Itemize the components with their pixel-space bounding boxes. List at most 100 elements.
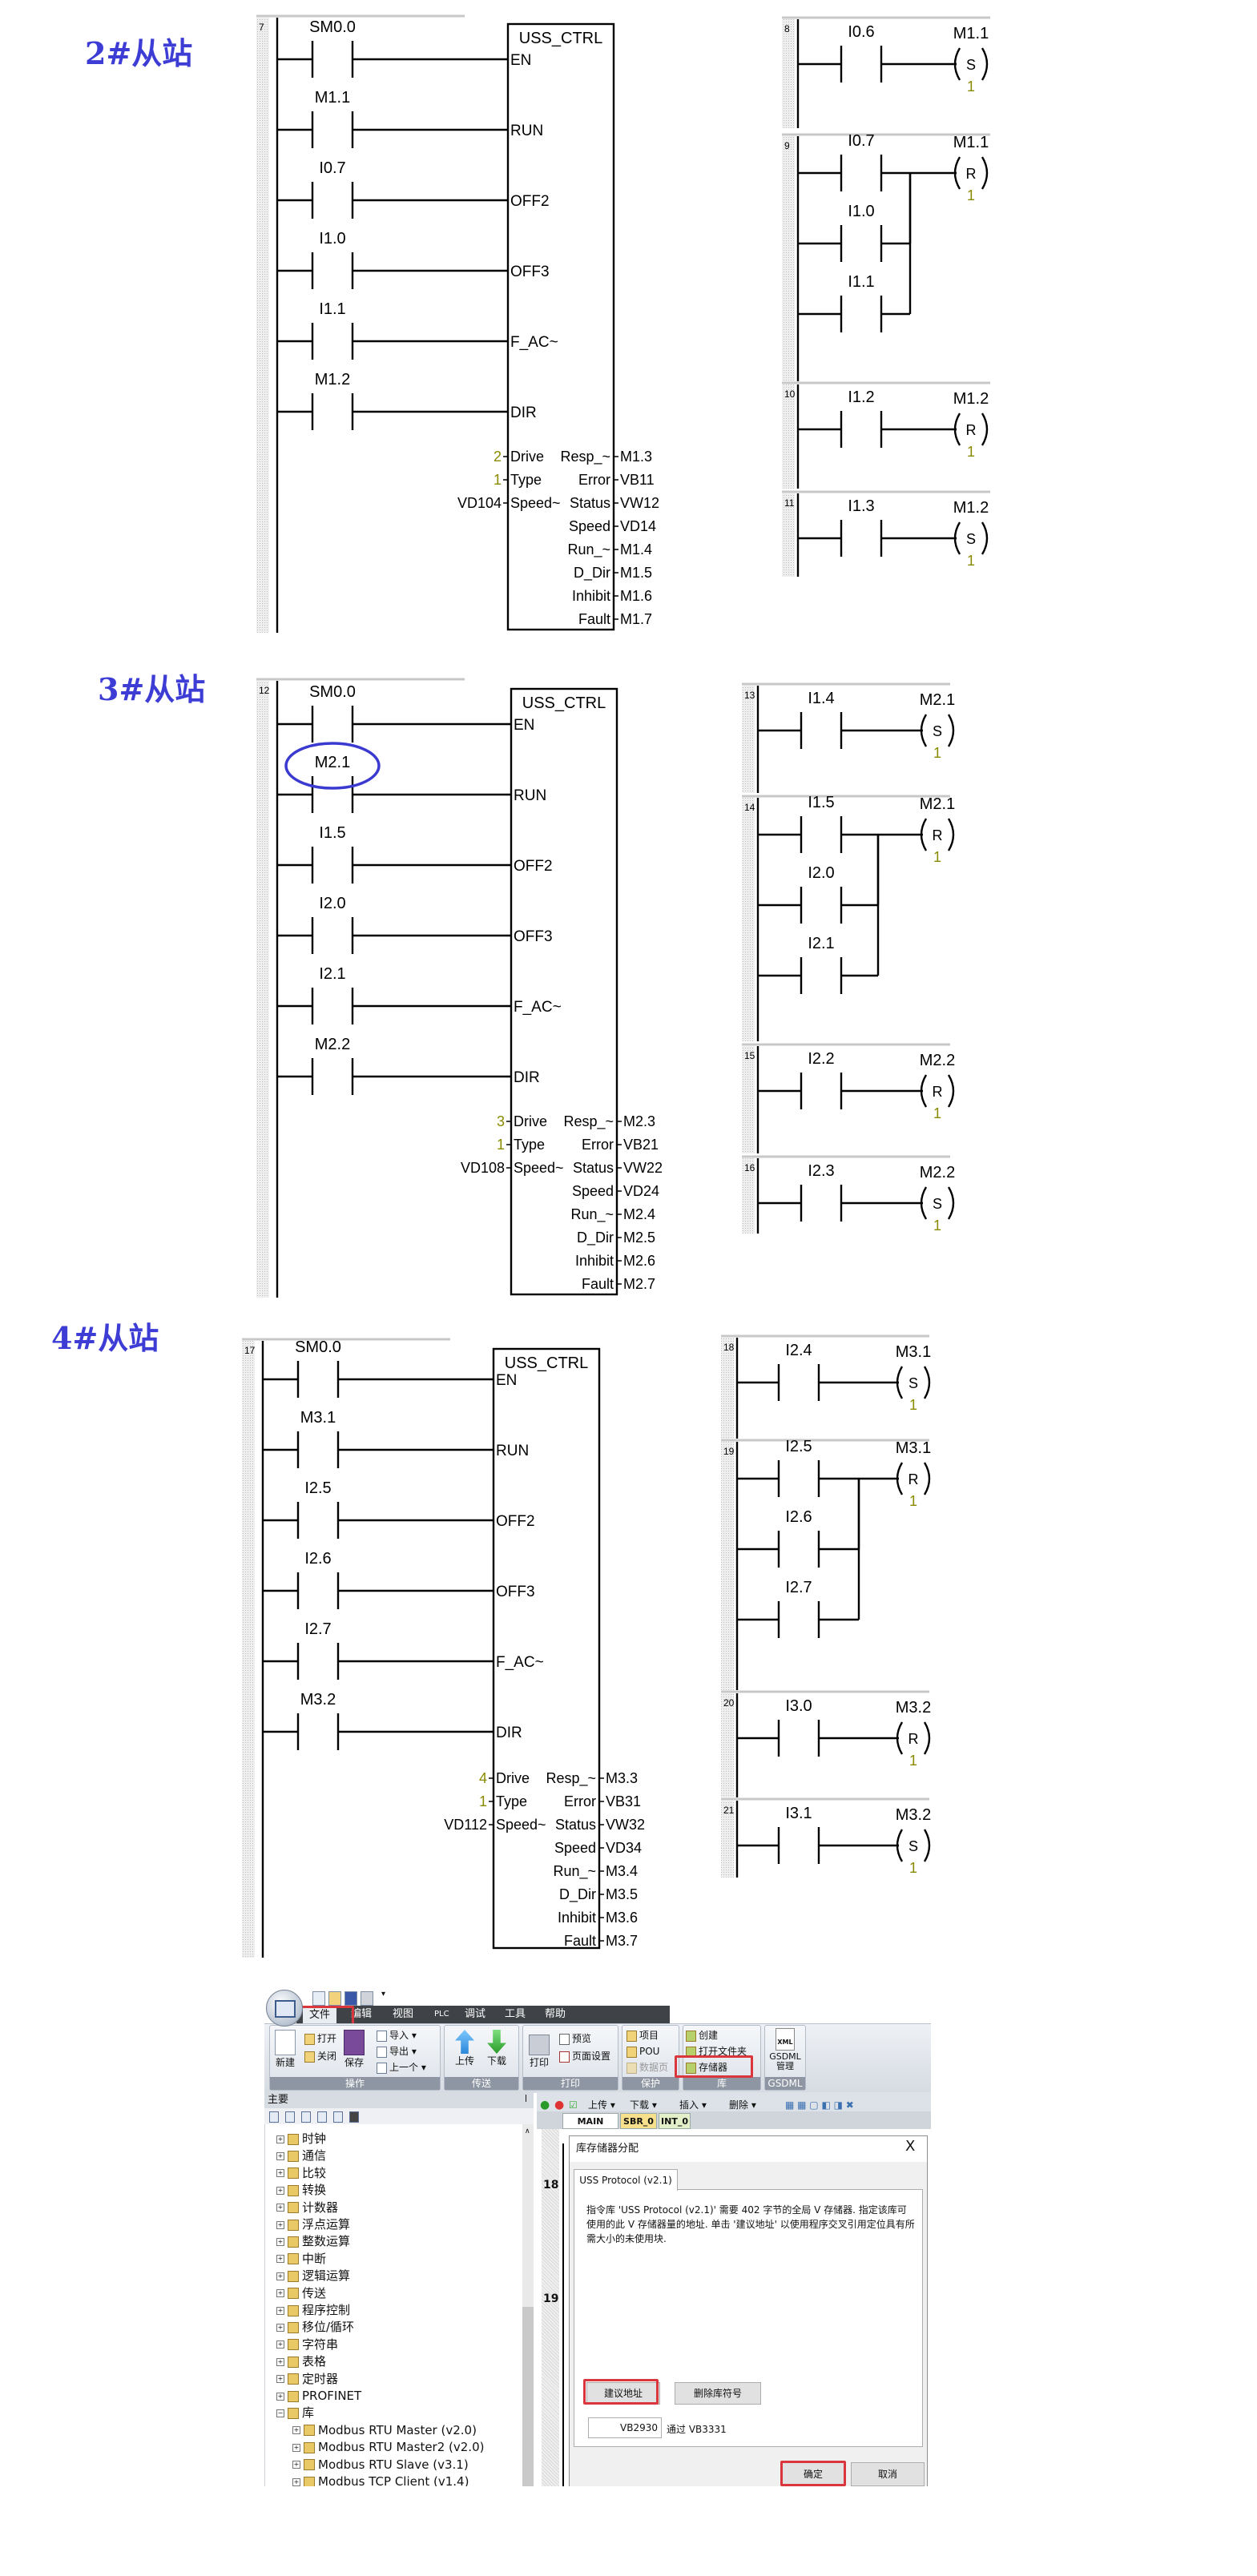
view-icon[interactable] <box>269 2111 279 2123</box>
toolbar-upload-button[interactable]: 上传 ▾ <box>588 2099 615 2111</box>
expand-icon[interactable]: + <box>292 2426 300 2435</box>
pin-icon[interactable]: ꟾ <box>525 2095 527 2104</box>
new-button[interactable]: 新建 <box>272 2027 298 2068</box>
expand-icon[interactable]: + <box>292 2477 300 2486</box>
toolbar-download-button[interactable]: 下载 ▾ <box>630 2099 657 2111</box>
tree-library-item[interactable]: +Modbus RTU Master (v2.0) <box>292 2422 477 2438</box>
compile-icon[interactable]: ☑ <box>569 2099 578 2111</box>
tree-folder-item[interactable]: −库 <box>276 2405 314 2421</box>
view-icon[interactable] <box>333 2111 343 2123</box>
expand-icon[interactable]: + <box>276 2186 284 2195</box>
open-folder-quick-icon[interactable] <box>328 1991 341 2006</box>
app-logo-button[interactable] <box>266 1990 303 2027</box>
tree-folder-item[interactable]: +通信 <box>276 2147 326 2163</box>
print-quick-icon[interactable] <box>361 1991 373 2006</box>
cancel-button[interactable]: 取消 <box>851 2462 925 2486</box>
tab-main[interactable]: MAIN <box>562 2113 618 2129</box>
tree-folder-item[interactable]: +字符串 <box>276 2337 338 2353</box>
expand-icon[interactable]: + <box>276 2204 284 2212</box>
tree-folder-item[interactable]: +整数运算 <box>276 2233 350 2249</box>
tree-library-item[interactable]: +Modbus RTU Slave (v3.1) <box>292 2457 469 2473</box>
tab-sbr0[interactable]: SBR_0 <box>620 2113 657 2129</box>
menu-plc[interactable]: PLC <box>434 2010 449 2019</box>
dialog-tab-uss-protocol[interactable]: USS Protocol (v2.1) <box>574 2169 678 2191</box>
expand-icon[interactable]: + <box>276 2323 284 2332</box>
protect-pou-button[interactable]: POU <box>626 2044 659 2059</box>
run-icon[interactable]: ● <box>540 2099 550 2111</box>
stop-icon[interactable]: ● <box>554 2099 565 2111</box>
view-icon[interactable] <box>317 2111 327 2123</box>
view-icon[interactable] <box>285 2111 295 2123</box>
previous-button[interactable]: 上一个 ▾ <box>377 2060 426 2075</box>
expand-icon[interactable]: + <box>276 2306 284 2315</box>
expand-icon[interactable]: + <box>276 2375 284 2384</box>
block-pin: Speed <box>572 1183 614 1199</box>
import-button[interactable]: 导入 ▾ <box>377 2028 417 2043</box>
toolbar-misc-icons[interactable]: ▦ ▦ ▢ ◧ ◨ ✖ <box>785 2099 854 2111</box>
menu-tools[interactable]: 工具 <box>505 2008 526 2020</box>
library-create-button[interactable]: 创建 <box>686 2028 718 2043</box>
menu-debug[interactable]: 调试 <box>465 2008 486 2020</box>
menu-edit[interactable]: 编辑 <box>351 2008 373 2020</box>
expand-icon[interactable]: + <box>276 2392 284 2401</box>
expand-icon[interactable]: + <box>276 2237 284 2246</box>
open-button[interactable]: 打开 <box>304 2031 336 2046</box>
new-file-quick-icon[interactable] <box>312 1991 325 2006</box>
expand-icon[interactable]: + <box>276 2169 284 2178</box>
view-icon[interactable] <box>301 2111 311 2123</box>
suggest-address-button[interactable]: 建议地址 <box>586 2382 660 2405</box>
library-memory-button[interactable]: 存储器 <box>686 2060 727 2075</box>
tree-folder-item[interactable]: +传送 <box>276 2285 326 2301</box>
scroll-up-arrow-icon[interactable]: ∧ <box>525 2127 530 2135</box>
toolbar-insert-button[interactable]: 插入 ▾ <box>679 2099 707 2111</box>
download-button[interactable]: 下载 <box>482 2027 511 2067</box>
tree-folder-item[interactable]: +逻辑运算 <box>276 2268 350 2284</box>
start-address-field[interactable]: VB2930 <box>588 2417 662 2438</box>
page-setup-button[interactable]: 页面设置 <box>559 2049 610 2063</box>
upload-button[interactable]: 上传 <box>450 2027 479 2067</box>
tree-folder-item[interactable]: +表格 <box>276 2353 326 2369</box>
expand-icon[interactable]: + <box>292 2461 300 2469</box>
expand-icon[interactable]: + <box>276 2151 284 2160</box>
toolbar-delete-button[interactable]: 删除 ▾ <box>729 2099 756 2111</box>
collapse-icon[interactable]: − <box>276 2409 284 2417</box>
save-quick-icon[interactable] <box>344 1991 357 2006</box>
tree-folder-item[interactable]: +转换 <box>276 2182 326 2198</box>
quick-access-dropdown-icon[interactable]: ▾ <box>381 1990 386 1998</box>
delete-library-symbols-button[interactable]: 删除库符号 <box>675 2382 761 2405</box>
dialog-close-button[interactable]: X <box>905 2138 916 2155</box>
menu-view[interactable]: 视图 <box>393 2008 414 2020</box>
close-button[interactable]: 关闭 <box>304 2049 336 2063</box>
tree-folder-item[interactable]: +时钟 <box>276 2131 326 2147</box>
tree-folder-item[interactable]: +移位/循环 <box>276 2319 354 2335</box>
expand-icon[interactable]: + <box>276 2341 284 2349</box>
export-button[interactable]: 导出 ▾ <box>377 2044 417 2059</box>
tree-folder-item[interactable]: +比较 <box>276 2165 326 2181</box>
gsdml-manage-button[interactable]: XML GSDML 管理 <box>767 2027 803 2071</box>
tree-folder-item[interactable]: +PROFINET <box>276 2388 361 2404</box>
tab-int0[interactable]: INT_0 <box>659 2113 691 2129</box>
protect-project-button[interactable]: 项目 <box>626 2028 659 2043</box>
tree-folder-item[interactable]: +浮点运算 <box>276 2216 350 2232</box>
tree-folder-item[interactable]: +计数器 <box>276 2200 338 2216</box>
tree-library-item[interactable]: +Modbus TCP Client (v1.4) <box>292 2473 469 2486</box>
expand-icon[interactable]: + <box>276 2357 284 2366</box>
print-button[interactable]: 打印 <box>526 2031 553 2068</box>
expand-icon[interactable]: + <box>276 2272 284 2280</box>
expand-icon[interactable]: + <box>276 2220 284 2229</box>
monitor-icon[interactable] <box>349 2111 359 2123</box>
tree-folder-item[interactable]: +定时器 <box>276 2371 338 2387</box>
menu-file[interactable]: 文件 <box>303 2007 337 2023</box>
tree-folder-item[interactable]: +中断 <box>276 2251 326 2267</box>
tree-folder-item[interactable]: +程序控制 <box>276 2302 350 2318</box>
expand-icon[interactable]: + <box>276 2135 284 2143</box>
tree-library-item[interactable]: +Modbus RTU Master2 (v2.0) <box>292 2439 484 2455</box>
menu-help[interactable]: 帮助 <box>545 2008 566 2020</box>
preview-button[interactable]: 预览 <box>559 2031 591 2046</box>
expand-icon[interactable]: + <box>292 2443 300 2452</box>
expand-icon[interactable]: + <box>276 2289 284 2298</box>
tree-scrollbar-thumb[interactable] <box>522 2307 534 2486</box>
highlight-ellipse <box>284 742 381 790</box>
expand-icon[interactable]: + <box>276 2255 284 2264</box>
save-button[interactable]: 保存 <box>340 2027 369 2068</box>
